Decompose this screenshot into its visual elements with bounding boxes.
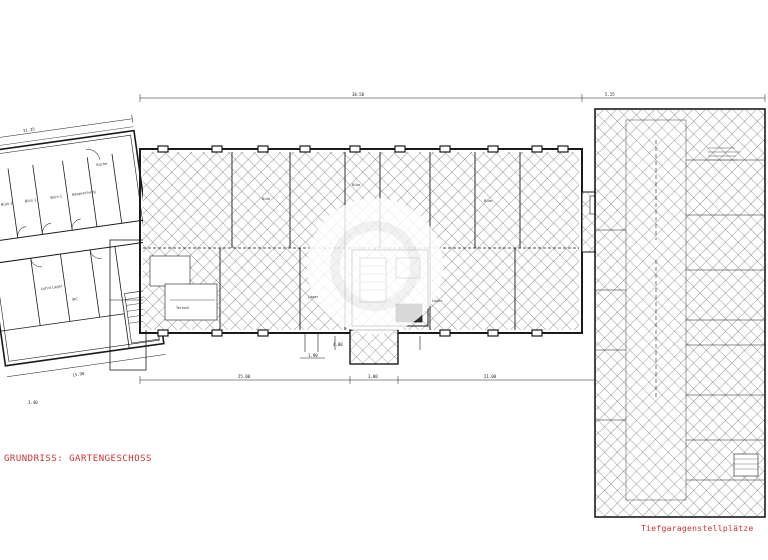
room-label-buero-2: Büro 2 — [1, 201, 13, 207]
dim-garage-top: 5.25 — [605, 92, 615, 97]
room-label-buero-1a: Büro 1 — [24, 198, 36, 204]
room-label-technik: Technik — [175, 306, 190, 310]
dim-entry: 4.00 — [333, 342, 343, 347]
room-label-buero-b: Büro — [352, 183, 360, 187]
left-wing: Büro 2 Büro 1 Büro 1 Besprechung Küche L… — [0, 114, 166, 378]
dim-main-top: 38.50 — [352, 92, 365, 97]
south-annex — [349, 329, 399, 365]
garage — [594, 108, 766, 518]
room-label-lager-b: Lager — [432, 299, 443, 303]
dim-left-wing: 31.25 — [23, 126, 36, 133]
room-label-lager-a: Lager — [308, 295, 319, 299]
plan-title: GRUNDRISS: GARTENGESCHOSS — [4, 454, 152, 464]
dim-left-wing-bottom: 15.90 — [72, 371, 85, 378]
main-building: Büro Büro Büro Lager Lager Technik — [139, 145, 583, 365]
watermark — [307, 198, 443, 334]
dim-left-side: 3.40 — [28, 400, 38, 405]
dim-bottom-mid: 3.00 — [368, 374, 378, 379]
room-label-buero-c: Büro — [484, 199, 492, 203]
garage-label: Tiefgaragenstellplätze — [641, 524, 754, 533]
room-label-lager-lower: Lohnt Lager — [41, 284, 63, 291]
room-label-buero-a: Büro — [262, 197, 270, 201]
room-label-besprechung: Besprechung — [72, 190, 96, 197]
room-label-buero-1b: Büro 1 — [50, 194, 62, 200]
room-label-wc: WC — [72, 297, 79, 302]
dim-bottom-right: 21.00 — [484, 374, 497, 379]
dimension-lines — [139, 94, 766, 384]
room-label-kueche: Küche — [96, 162, 108, 168]
garage-outline — [594, 108, 766, 518]
dim-bottom-left: 25.00 — [238, 374, 251, 379]
dim-door: 1.90 — [308, 353, 318, 358]
